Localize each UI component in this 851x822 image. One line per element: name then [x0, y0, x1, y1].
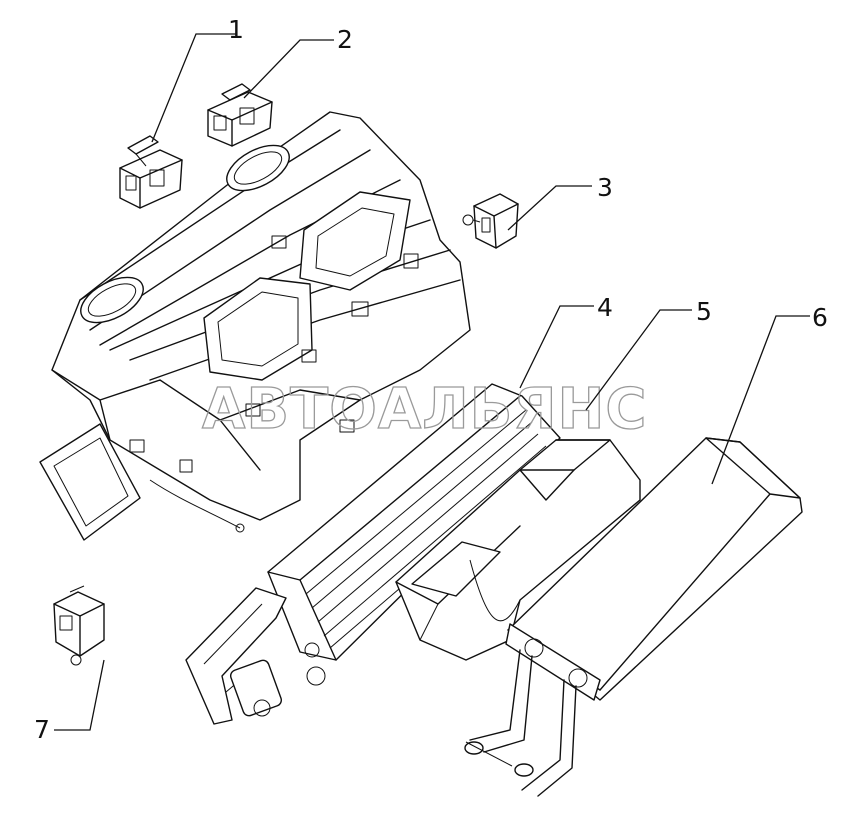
callout-4: 4 — [597, 293, 613, 322]
callout-6: 6 — [812, 303, 828, 332]
callouts: 1 2 3 4 5 6 7 — [34, 15, 828, 744]
part-2-actuator — [207, 83, 273, 147]
watermark-text: АВТОАЛЬЯНС — [202, 377, 647, 442]
callout-2: 2 — [337, 25, 353, 54]
leader-lines — [54, 33, 810, 731]
callout-1: 1 — [228, 15, 244, 44]
callout-5: 5 — [696, 297, 712, 326]
part-5-housing — [395, 439, 641, 661]
hvac-housing — [39, 111, 471, 541]
part-3-actuator — [462, 193, 519, 249]
callout-7: 7 — [34, 715, 50, 744]
callout-3: 3 — [597, 173, 613, 202]
part-1-actuator — [119, 135, 183, 209]
part-7-actuator — [53, 585, 105, 666]
part-6-heater-core — [464, 437, 803, 797]
